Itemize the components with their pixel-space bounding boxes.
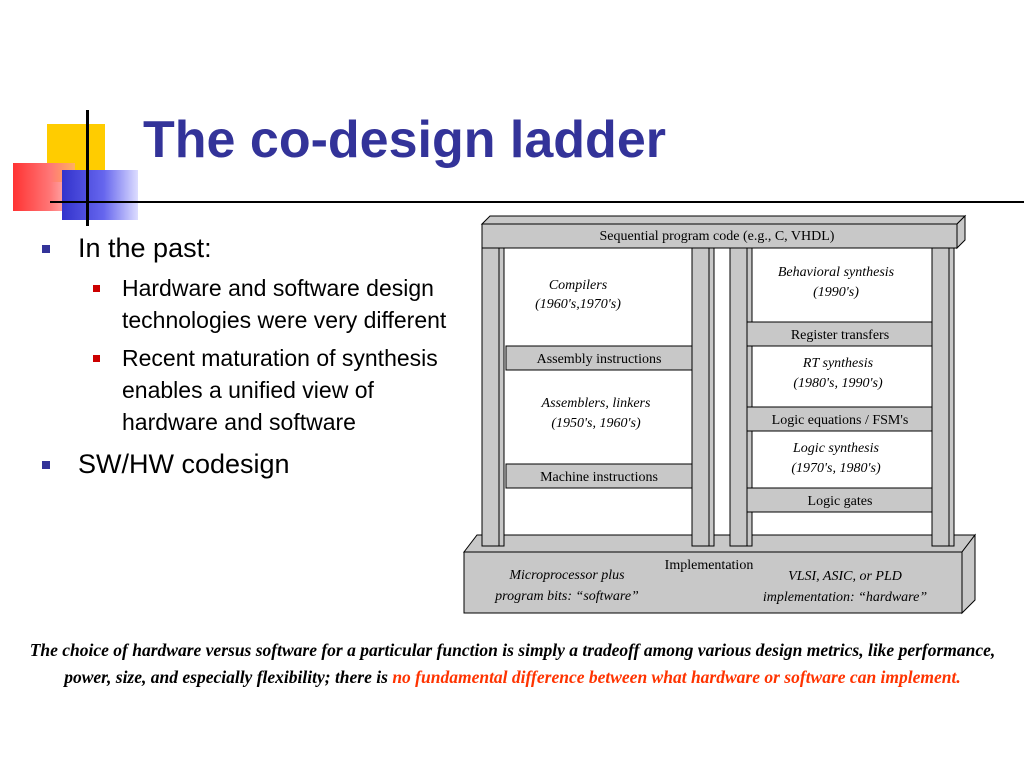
slide-title: The co-design ladder [143, 111, 666, 169]
rung-machine-instructions [505, 463, 693, 489]
bullet-list: In the past: Hardware and software desig… [40, 232, 460, 481]
rung-assembly-instructions [505, 345, 693, 371]
left-ladder-post-inner [691, 247, 715, 547]
caption-main: The choice of hardware versus software f… [29, 640, 996, 687]
label-compilers: Compilers [549, 278, 608, 293]
rung-logic-equations [746, 406, 933, 432]
horizontal-line-decoration [50, 201, 1024, 203]
label-logic-synthesis: Logic synthesis [792, 441, 879, 456]
label-rt-synthesis: RT synthesis [802, 356, 874, 371]
label-machine-instructions: Machine instructions [540, 470, 658, 485]
base-platform-front [463, 551, 963, 614]
bullet-sw-hw-codesign: SW/HW codesign [40, 448, 460, 480]
label-assembly-instructions: Assembly instructions [537, 352, 662, 367]
sub-bullet-list: Hardware and software design technologie… [78, 272, 460, 438]
label-assemblers-years: (1950's, 1960's) [551, 416, 641, 431]
label-program-bits-software: program bits: “software” [494, 589, 639, 604]
label-logic-equations: Logic equations / FSM's [772, 413, 909, 428]
caption-text: The choice of hardware versus software f… [20, 637, 1005, 691]
label-assemblers-linkers: Assemblers, linkers [541, 396, 651, 411]
caption-highlight: no fundamental difference between what h… [392, 667, 961, 687]
blue-square-decoration [62, 170, 138, 220]
label-behavioral-synthesis: Behavioral synthesis [778, 265, 895, 280]
top-bar-top [480, 215, 967, 225]
co-design-ladder-diagram: Sequential program code (e.g., C, VHDL) … [462, 214, 977, 615]
sub-bullet-text: Hardware and software design technologie… [122, 275, 447, 334]
right-ladder-post-outer [931, 247, 955, 547]
sub-bullet-synthesis: Recent maturation of synthesis enables a… [78, 342, 460, 438]
rung-logic-gates [746, 487, 933, 513]
bullet-text: In the past: [78, 233, 212, 263]
sub-bullet-design-technologies: Hardware and software design technologie… [78, 272, 460, 336]
vertical-line-decoration [86, 110, 89, 226]
label-rt-years: (1980's, 1990's) [793, 376, 883, 391]
label-sequential-program-code: Sequential program code (e.g., C, VHDL) [600, 229, 835, 244]
label-compilers-years: (1960's,1970's) [535, 297, 621, 312]
bullet-in-the-past: In the past: Hardware and software desig… [40, 232, 460, 438]
left-ladder-post-outer [481, 247, 505, 547]
base-platform-top [462, 534, 977, 553]
label-register-transfers: Register transfers [791, 328, 889, 343]
bullet-text: SW/HW codesign [78, 449, 290, 480]
label-behavioral-years: (1990's) [813, 285, 859, 300]
label-logic-synthesis-years: (1970's, 1980's) [791, 461, 881, 476]
label-microprocessor: Microprocessor plus [508, 568, 625, 583]
label-vlsi-asic-pld: VLSI, ASIC, or PLD [788, 569, 902, 584]
label-implementation-hardware: implementation: “hardware” [763, 590, 927, 605]
label-logic-gates: Logic gates [808, 494, 873, 509]
sub-bullet-text: Recent maturation of synthesis enables a… [122, 345, 438, 436]
top-bar-front [481, 223, 958, 249]
label-implementation: Implementation [665, 558, 754, 573]
